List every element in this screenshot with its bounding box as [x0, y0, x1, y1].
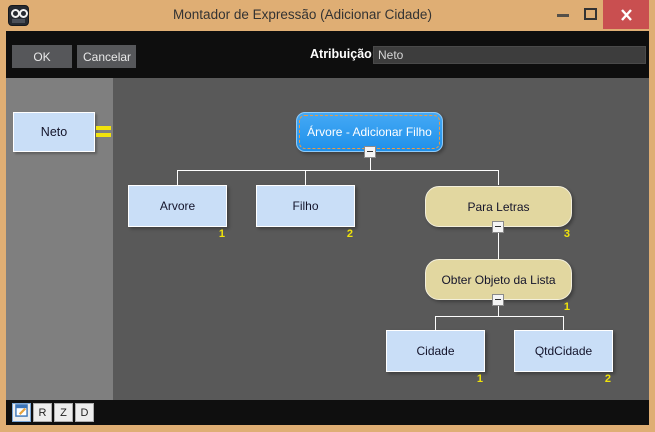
- node-label: Para Letras: [467, 199, 530, 214]
- edit-button[interactable]: [12, 403, 31, 422]
- node-label: Filho: [292, 199, 319, 213]
- cancel-button[interactable]: Cancelar: [77, 45, 136, 68]
- connector-line: [177, 170, 499, 171]
- connector-line: [498, 227, 499, 259]
- variable-box-neto[interactable]: Neto: [13, 112, 95, 152]
- argument-index: 2: [604, 373, 611, 385]
- argument-index: 1: [476, 373, 483, 385]
- tree-node-obter-objeto-da-lista[interactable]: Obter Objeto da Lista: [425, 259, 572, 300]
- connector-line: [435, 316, 436, 330]
- connector-line: [498, 300, 499, 316]
- title-bar: Montador de Expressão (Adicionar Cidade): [0, 0, 655, 31]
- attribution-label: Atribuição:: [310, 47, 376, 61]
- status-bar: R Z D: [6, 400, 649, 425]
- equals-icon: [96, 126, 111, 137]
- variable-label: Neto: [40, 125, 68, 139]
- z-button[interactable]: Z: [54, 403, 73, 422]
- tree-node-para-letras[interactable]: Para Letras: [425, 186, 572, 227]
- node-label: Cidade: [416, 344, 455, 358]
- node-label: Arvore: [159, 199, 196, 213]
- argument-index: 3: [563, 228, 570, 240]
- ok-button[interactable]: OK: [12, 45, 72, 68]
- expression-tree-canvas[interactable]: Árvore - Adicionar Filho Arvore 1 Filho …: [113, 78, 649, 400]
- r-button[interactable]: R: [33, 403, 52, 422]
- logo-detail: [12, 19, 25, 23]
- argument-index: 1: [218, 228, 225, 240]
- connector-line: [370, 152, 371, 170]
- close-x-icon: [620, 8, 632, 21]
- edit-pencil-icon: [15, 404, 28, 417]
- variables-sidebar: Neto: [6, 78, 113, 400]
- toolbar: OK Cancelar Atribuição:: [6, 31, 649, 78]
- close-button[interactable]: [603, 0, 649, 29]
- tree-node-qtdcidade[interactable]: QtdCidade: [514, 330, 613, 372]
- node-label: Obter Objeto da Lista: [441, 272, 556, 287]
- app-logo-icon: [8, 5, 29, 26]
- collapse-button[interactable]: [364, 146, 376, 158]
- tree-node-cidade[interactable]: Cidade: [386, 330, 485, 372]
- tree-node-arvore[interactable]: Arvore: [128, 185, 227, 227]
- connector-line: [305, 170, 306, 185]
- window-title: Montador de Expressão (Adicionar Cidade): [173, 7, 432, 22]
- connector-line: [563, 316, 564, 330]
- connector-line: [177, 170, 178, 185]
- collapse-button[interactable]: [492, 294, 504, 306]
- tree-node-filho[interactable]: Filho: [256, 185, 355, 227]
- connector-line: [498, 170, 499, 185]
- connector-line: [435, 316, 564, 317]
- logo-eye-icon: [19, 9, 28, 18]
- node-label: Árvore - Adicionar Filho: [307, 125, 432, 139]
- d-button[interactable]: D: [75, 403, 94, 422]
- argument-index: 2: [346, 228, 353, 240]
- node-label: QtdCidade: [534, 344, 593, 358]
- attribution-input[interactable]: [373, 46, 646, 64]
- content-area: Neto Árvore - Adicionar Filho Arvore: [6, 78, 649, 400]
- argument-index: 1: [563, 301, 570, 313]
- maximize-button[interactable]: [584, 8, 597, 20]
- collapse-button[interactable]: [492, 221, 504, 233]
- minimize-button[interactable]: [557, 14, 569, 17]
